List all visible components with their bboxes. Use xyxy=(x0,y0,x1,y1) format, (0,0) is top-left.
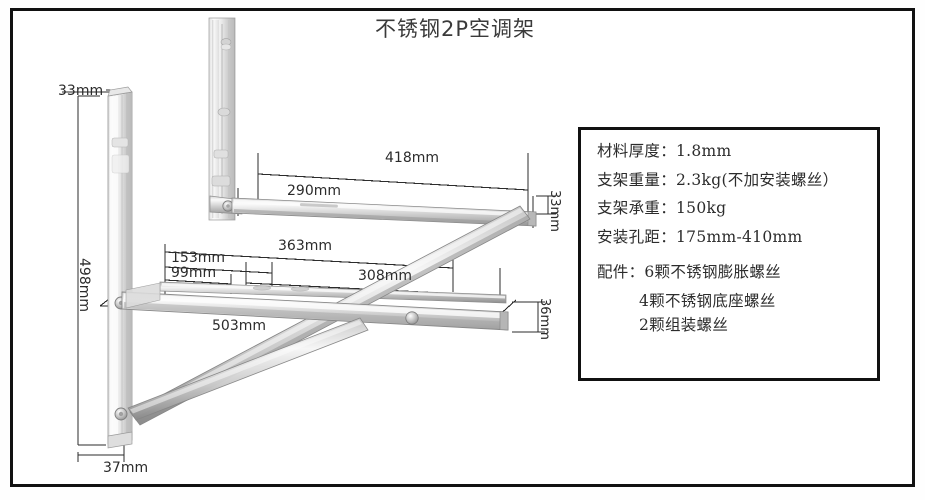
spec-line-accessory-assembly-screws: 2颗组装螺丝 xyxy=(639,316,729,334)
dim-label-363: 363mm xyxy=(278,238,332,254)
dim-label-153: 153mm xyxy=(171,250,225,266)
spec-line-thickness: 材料厚度：1.8mm xyxy=(597,142,732,160)
spec-line-hole-pitch: 安装孔距：175mm-410mm xyxy=(597,227,803,246)
upper-vertical-post xyxy=(208,17,243,221)
spec-line-weight: 支架重量：2.3kg(不加安装螺丝） xyxy=(597,170,839,189)
dim-label-left-height: 498mm xyxy=(76,258,92,312)
page-title: 不锈钢2P空调架 xyxy=(374,17,536,41)
dim-label-418: 418mm xyxy=(385,150,439,166)
dim-label-right-upper-depth: 33mm xyxy=(547,190,562,232)
column-joint-plate xyxy=(125,282,161,309)
specification-box: 材料厚度：1.8mm 支架重量：2.3kg(不加安装螺丝） 支架承重：150kg… xyxy=(578,127,880,381)
dim-label-290: 290mm xyxy=(287,183,341,199)
dim-label-right-lower-depth: 36mm xyxy=(537,298,552,340)
dim-label-top-left: 33mm xyxy=(58,83,104,99)
spec-line-accessory-base-screws: 4颗不锈钢底座螺丝 xyxy=(639,291,776,310)
lower-main-arm xyxy=(121,291,509,331)
dim-label-503: 503mm xyxy=(212,318,266,334)
upper-horizontal-arm xyxy=(231,197,537,227)
spec-line-accessories: 配件：6颗不锈钢膨胀螺丝 xyxy=(597,263,781,281)
dim-label-99: 99mm xyxy=(171,265,217,281)
dim-label-bottom-width: 37mm xyxy=(103,460,149,476)
dim-label-308: 308mm xyxy=(358,268,412,284)
lower-diagonal-support xyxy=(127,317,369,421)
left-wall-column xyxy=(107,86,133,449)
spec-line-capacity: 支架承重：150kg xyxy=(597,199,727,217)
